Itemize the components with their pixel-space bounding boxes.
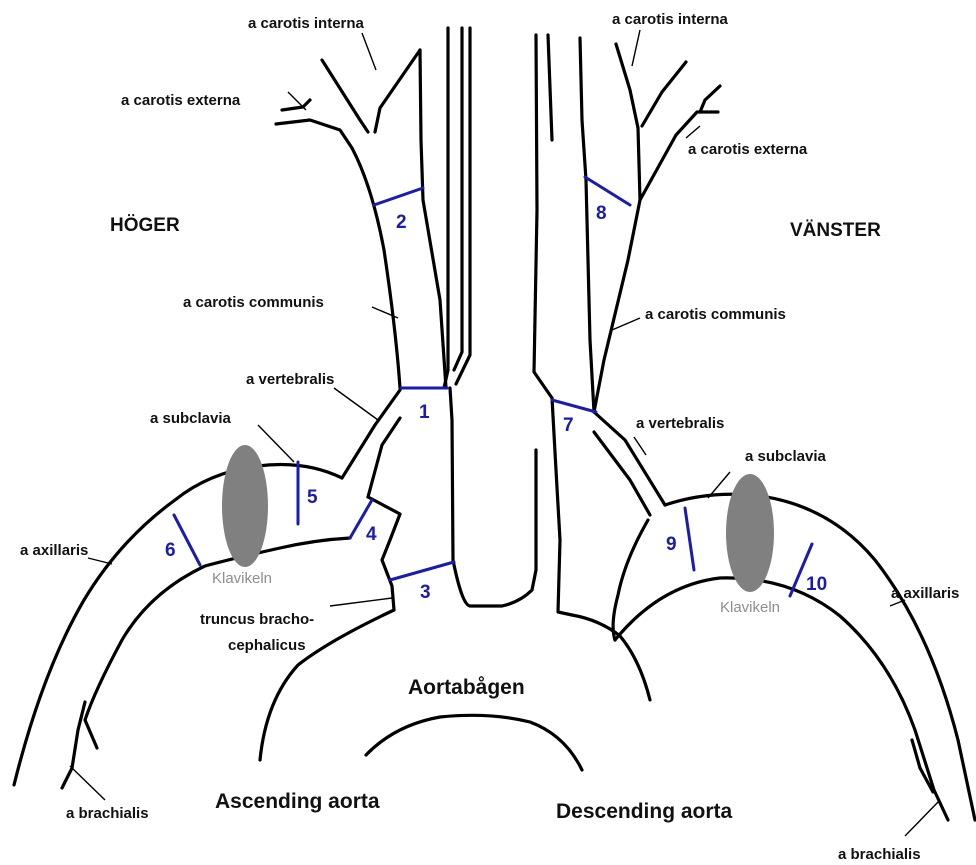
segment-number-2: 2 — [396, 212, 407, 233]
leader-lines — [70, 30, 940, 836]
label-subclavia-left: a subclavia — [745, 448, 827, 465]
label-vanster: VÄNSTER — [790, 220, 881, 241]
label-descending-aorta: Descending aorta — [556, 800, 733, 823]
label-truncus-line2: cephalicus — [228, 637, 306, 654]
segment-number-9: 9 — [666, 534, 677, 555]
label-axillaris-right: a axillaris — [20, 542, 88, 559]
right-carotis — [276, 50, 446, 388]
segment-line-8 — [585, 177, 630, 205]
segment-number-7: 7 — [563, 415, 574, 436]
segment-line-6 — [174, 515, 200, 565]
label-klavikeln-right: Klavikeln — [212, 570, 272, 587]
label-vertebralis-left: a vertebralis — [636, 415, 724, 432]
segment-number-6: 6 — [165, 540, 176, 561]
labels: a carotis interna a carotis interna a ca… — [20, 11, 959, 863]
label-subclavia-right: a subclavia — [150, 410, 232, 427]
label-brachialis-right: a brachialis — [66, 805, 149, 822]
label-hoger: HÖGER — [110, 215, 180, 236]
left-carotis — [552, 38, 720, 615]
label-carotis-communis-right: a carotis communis — [183, 294, 324, 311]
segment-line-9 — [685, 508, 694, 570]
label-klavikeln-left: Klavikeln — [720, 599, 780, 616]
label-carotis-externa-left: a carotis externa — [688, 141, 808, 158]
label-carotis-interna-left: a carotis interna — [612, 11, 729, 28]
label-carotis-externa-right: a carotis externa — [121, 92, 241, 109]
label-carotis-communis-left: a carotis communis — [645, 306, 786, 323]
segment-number-1: 1 — [419, 402, 430, 423]
segment-number-5: 5 — [307, 487, 318, 508]
segment-line-7 — [552, 400, 596, 412]
label-vertebralis-right: a vertebralis — [246, 371, 334, 388]
aortic-arch — [260, 388, 650, 770]
label-ascending-aorta: Ascending aorta — [215, 790, 380, 813]
segment-number-3: 3 — [420, 582, 431, 603]
right-vertebralis — [342, 390, 400, 497]
segment-number-10: 10 — [806, 574, 827, 595]
label-aortabagen: Aortabågen — [408, 676, 525, 699]
label-brachialis-left: a brachialis — [838, 846, 921, 863]
clavicle-left — [726, 474, 774, 592]
segment-line-2 — [374, 188, 423, 205]
segment-line-3 — [390, 562, 454, 580]
label-truncus-line1: truncus bracho- — [200, 611, 314, 628]
segment-number-4: 4 — [366, 524, 377, 545]
segment-number-8: 8 — [596, 203, 607, 224]
label-carotis-interna-right: a carotis interna — [248, 15, 365, 32]
clavicle-right — [222, 445, 268, 567]
central-tubes — [444, 28, 552, 398]
label-axillaris-left: a axillaris — [891, 585, 959, 602]
